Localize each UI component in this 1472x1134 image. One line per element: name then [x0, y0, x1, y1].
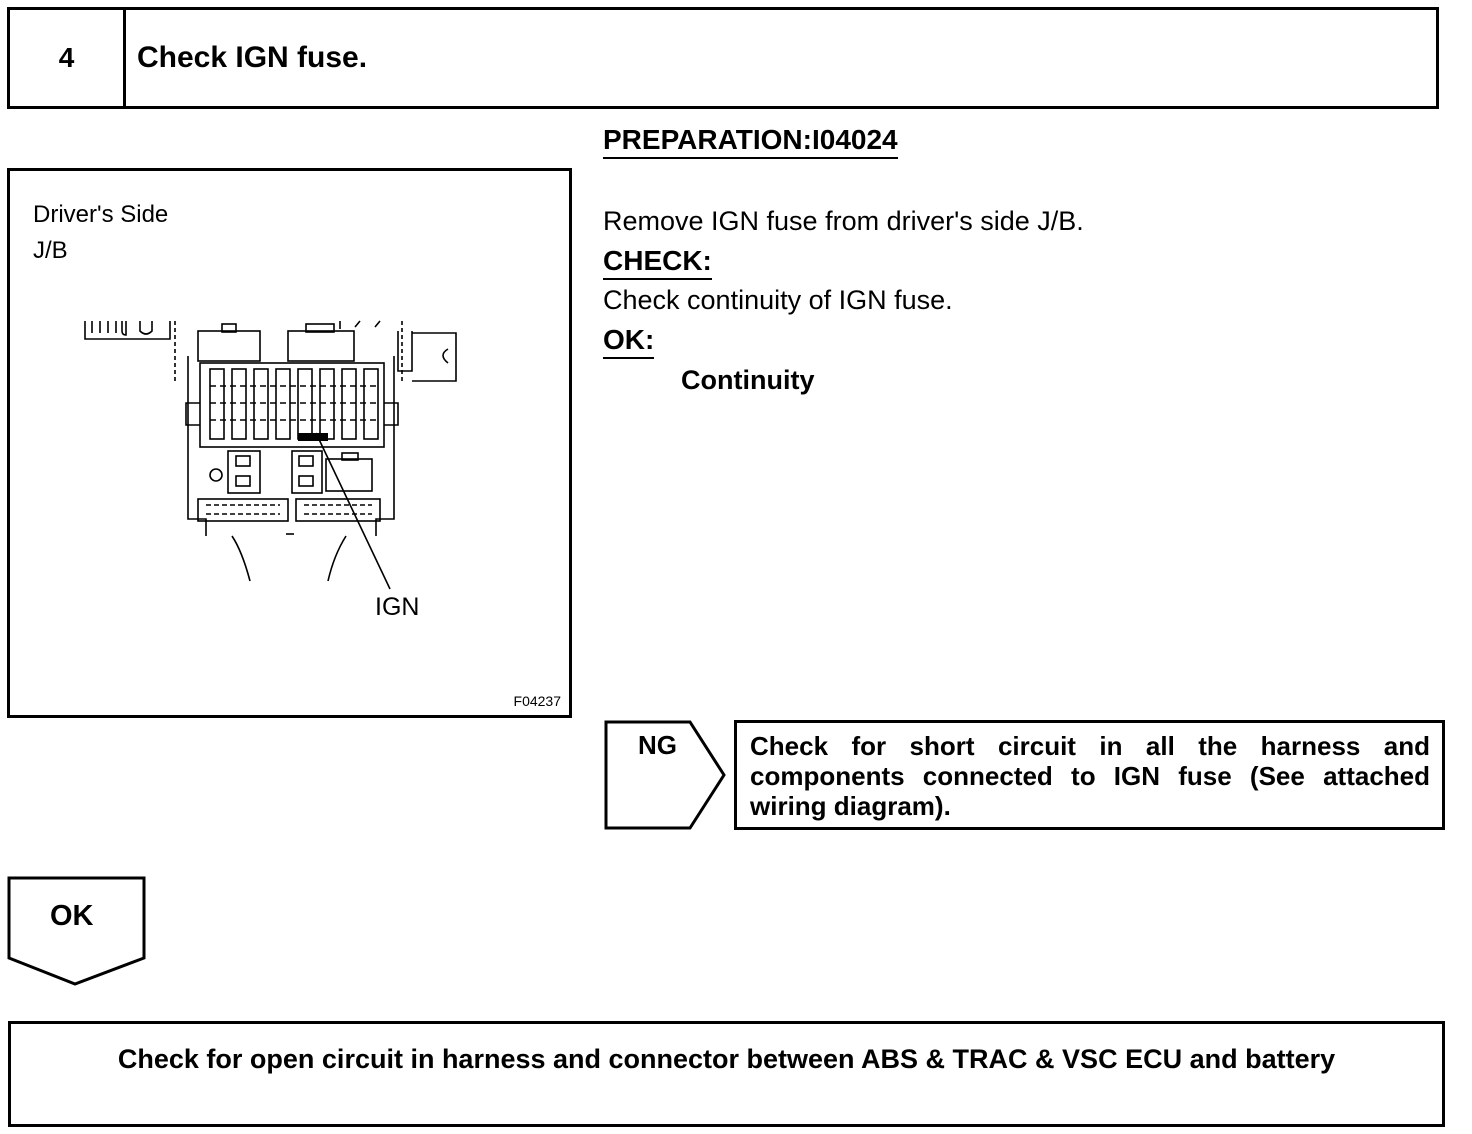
figure-label-line2: J/B [33, 237, 68, 264]
ng-arrow-icon [604, 720, 726, 830]
ng-action-box: Check for short circuit in all the harne… [734, 720, 1445, 830]
step-header: 4 Check IGN fuse. [7, 7, 1439, 109]
ign-callout: IGN [375, 593, 420, 621]
ok-action-box: Check for open circuit in harness and co… [8, 1021, 1445, 1127]
step-title: Check IGN fuse. [137, 41, 368, 74]
preparation-text: Remove IGN fuse from driver's side J/B. [603, 206, 1084, 236]
check-heading: CHECK: [603, 245, 712, 281]
step-number: 4 [10, 10, 126, 106]
fuse-box-diagram-icon [84, 320, 457, 590]
fuse-box-figure: Driver's Side J/B [7, 168, 572, 718]
preparation-heading: PREPARATION:I04024 [603, 124, 898, 160]
figure-code: F04237 [513, 693, 561, 709]
figure-label-line1: Driver's Side [33, 201, 169, 228]
ok-spec-heading: OK: [603, 324, 655, 360]
ok-label: OK [50, 900, 94, 932]
check-text: Check continuity of IGN fuse. [603, 285, 953, 315]
ok-spec-value: Continuity [681, 365, 815, 395]
ok-arrow-icon [7, 876, 146, 986]
ng-label: NG [638, 730, 677, 760]
